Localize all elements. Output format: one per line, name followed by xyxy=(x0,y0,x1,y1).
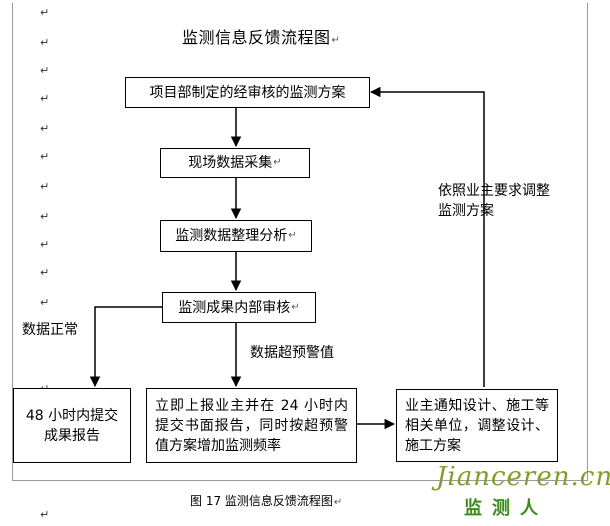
node-monitoring-plan-label: 项目部制定的经审核的监测方案 xyxy=(149,84,346,101)
edge-label-over-threshold: 数据超预警值 xyxy=(250,343,334,363)
edge-label-over-threshold-text: 数据超预警值 xyxy=(250,345,334,361)
paragraph-mark: ↵ xyxy=(40,210,50,223)
node-internal-review-label: 监测成果内部审核 xyxy=(178,299,291,316)
paragraph-mark: ↵ xyxy=(333,497,343,508)
node-data-collection: 现场数据采集↵ xyxy=(160,148,310,178)
paragraph-mark: ↵ xyxy=(288,230,297,241)
node-report-48h: 48 小时内提交成果报告 xyxy=(13,388,131,463)
paragraph-mark: ↵ xyxy=(331,35,341,46)
node-report-48h-label: 48 小时内提交成果报告 xyxy=(25,407,119,444)
paragraph-mark: ↵ xyxy=(40,238,50,251)
edge-label-normal-text: 数据正常 xyxy=(22,322,78,338)
figure-caption-text: 图 17 监测信息反馈流程图 xyxy=(190,494,333,508)
watermark-site-name: Jianceren.cn xyxy=(436,462,610,492)
paragraph-mark: ↵ xyxy=(40,180,50,193)
paragraph-mark: ↵ xyxy=(40,6,50,19)
paragraph-mark: ↵ xyxy=(40,122,50,135)
node-owner-notify: 业主通知设计、施工等相关单位，调整设计、施工方案 xyxy=(396,389,558,462)
node-monitoring-plan: 项目部制定的经审核的监测方案 xyxy=(125,77,370,108)
edge-label-adjust-plan-text: 依照业主要求调整监测方案 xyxy=(438,183,550,219)
diagram-title-text: 监测信息反馈流程图 xyxy=(182,28,331,47)
paragraph-mark: ↵ xyxy=(40,36,50,49)
jianceren-watermark: Jianceren.cn 监测人 xyxy=(428,462,610,522)
node-alarm-report: 立即上报业主并在 24 小时内提交书面报告，同时按超预警值方案增加监测频率 xyxy=(146,388,357,463)
node-owner-notify-label: 业主通知设计、施工等相关单位，调整设计、施工方案 xyxy=(405,397,549,454)
paragraph-mark: ↵ xyxy=(40,64,50,77)
edge-label-normal: 数据正常 xyxy=(22,320,78,340)
paragraph-mark: ↵ xyxy=(40,266,50,279)
watermark-brand: 监测人 xyxy=(464,498,548,519)
paragraph-mark: ↵ xyxy=(291,301,300,313)
paragraph-mark: ↵ xyxy=(40,296,50,309)
arrow-notify-to-plan xyxy=(369,86,485,387)
figure-caption: 图 17 监测信息反馈流程图↵ xyxy=(190,492,342,509)
paragraph-mark: ↵ xyxy=(40,150,50,163)
edge-label-adjust-plan: 依照业主要求调整监测方案 xyxy=(438,181,550,221)
node-data-analysis-label: 监测数据整理分析 xyxy=(175,228,288,244)
document-frame xyxy=(12,3,588,481)
paragraph-mark: ↵ xyxy=(40,508,50,521)
node-data-collection-label: 现场数据采集 xyxy=(188,155,273,171)
node-data-analysis: 监测数据整理分析↵ xyxy=(160,220,312,252)
diagram-title: 监测信息反馈流程图↵ xyxy=(182,24,340,48)
paragraph-mark: ↵ xyxy=(40,92,50,105)
paragraph-mark: ↵ xyxy=(273,157,282,168)
node-internal-review: 监测成果内部审核↵ xyxy=(162,292,316,323)
node-alarm-report-label: 立即上报业主并在 24 小时内提交书面报告，同时按超预警值方案增加监测频率 xyxy=(155,397,348,454)
arrow-review-to-report48 xyxy=(89,306,162,388)
